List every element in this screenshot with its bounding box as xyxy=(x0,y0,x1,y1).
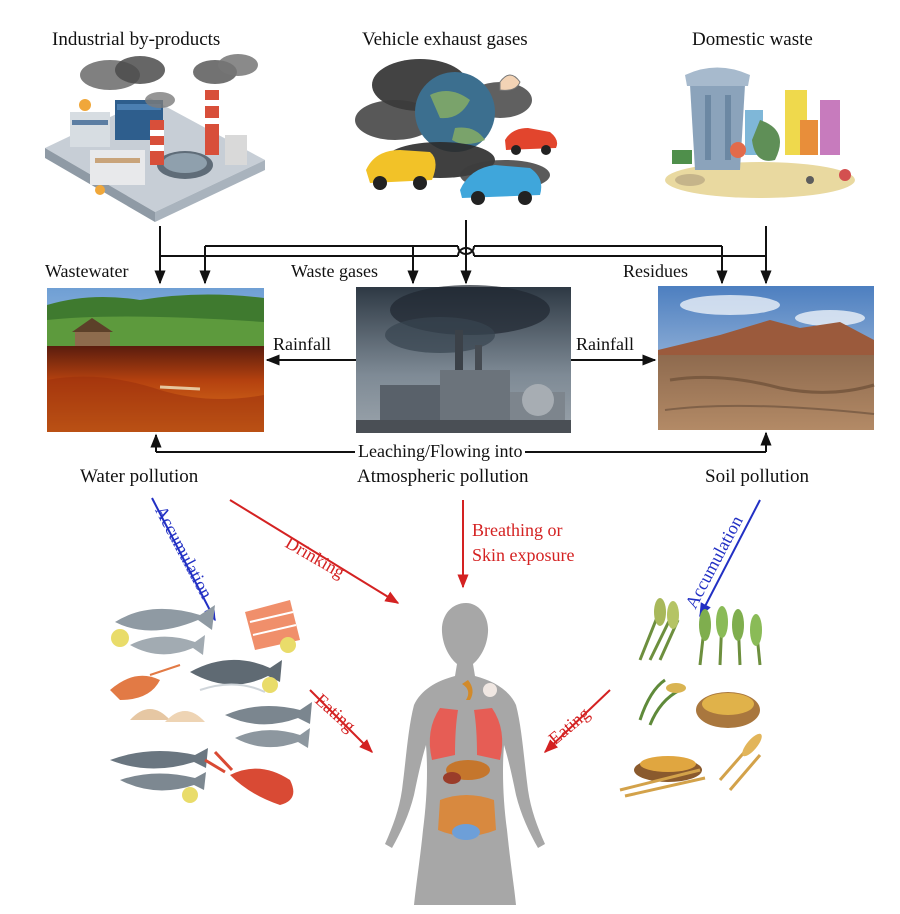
seafood-illustration xyxy=(110,600,312,805)
exposure-label-breathing-2: Skin exposure xyxy=(472,545,575,565)
vehicle-exhaust-illustration xyxy=(355,59,558,205)
domestic-waste-illustration xyxy=(665,67,855,198)
source-connectors xyxy=(154,220,772,285)
pathway-label-rainfall-right: Rainfall xyxy=(576,334,634,354)
exposure-label-breathing-1: Breathing or xyxy=(472,520,563,540)
pollution-label-soil: Soil pollution xyxy=(705,466,809,487)
atmospheric-pollution-photo xyxy=(356,285,571,433)
crops-illustration xyxy=(619,598,762,798)
factory-illustration xyxy=(45,54,265,222)
pathway-label-wastewater: Wastewater xyxy=(45,261,129,281)
pathway-label-waste-gases: Waste gases xyxy=(291,261,379,281)
pathway-label-rainfall-left: Rainfall xyxy=(273,334,331,354)
source-label-vehicle: Vehicle exhaust gases xyxy=(362,29,528,50)
pollution-label-atmospheric: Atmospheric pollution xyxy=(357,466,529,487)
pathway-label-leaching: Leaching/Flowing into xyxy=(355,442,526,460)
exposure-arrows xyxy=(151,497,761,753)
source-label-domestic: Domestic waste xyxy=(692,29,813,50)
pathway-label-residues: Residues xyxy=(623,261,688,281)
soil-pollution-photo xyxy=(658,286,875,430)
pollution-label-water: Water pollution xyxy=(80,466,199,487)
water-pollution-photo xyxy=(47,288,264,432)
source-label-industrial: Industrial by-products xyxy=(52,29,221,50)
human-body-silhouette xyxy=(385,603,545,905)
